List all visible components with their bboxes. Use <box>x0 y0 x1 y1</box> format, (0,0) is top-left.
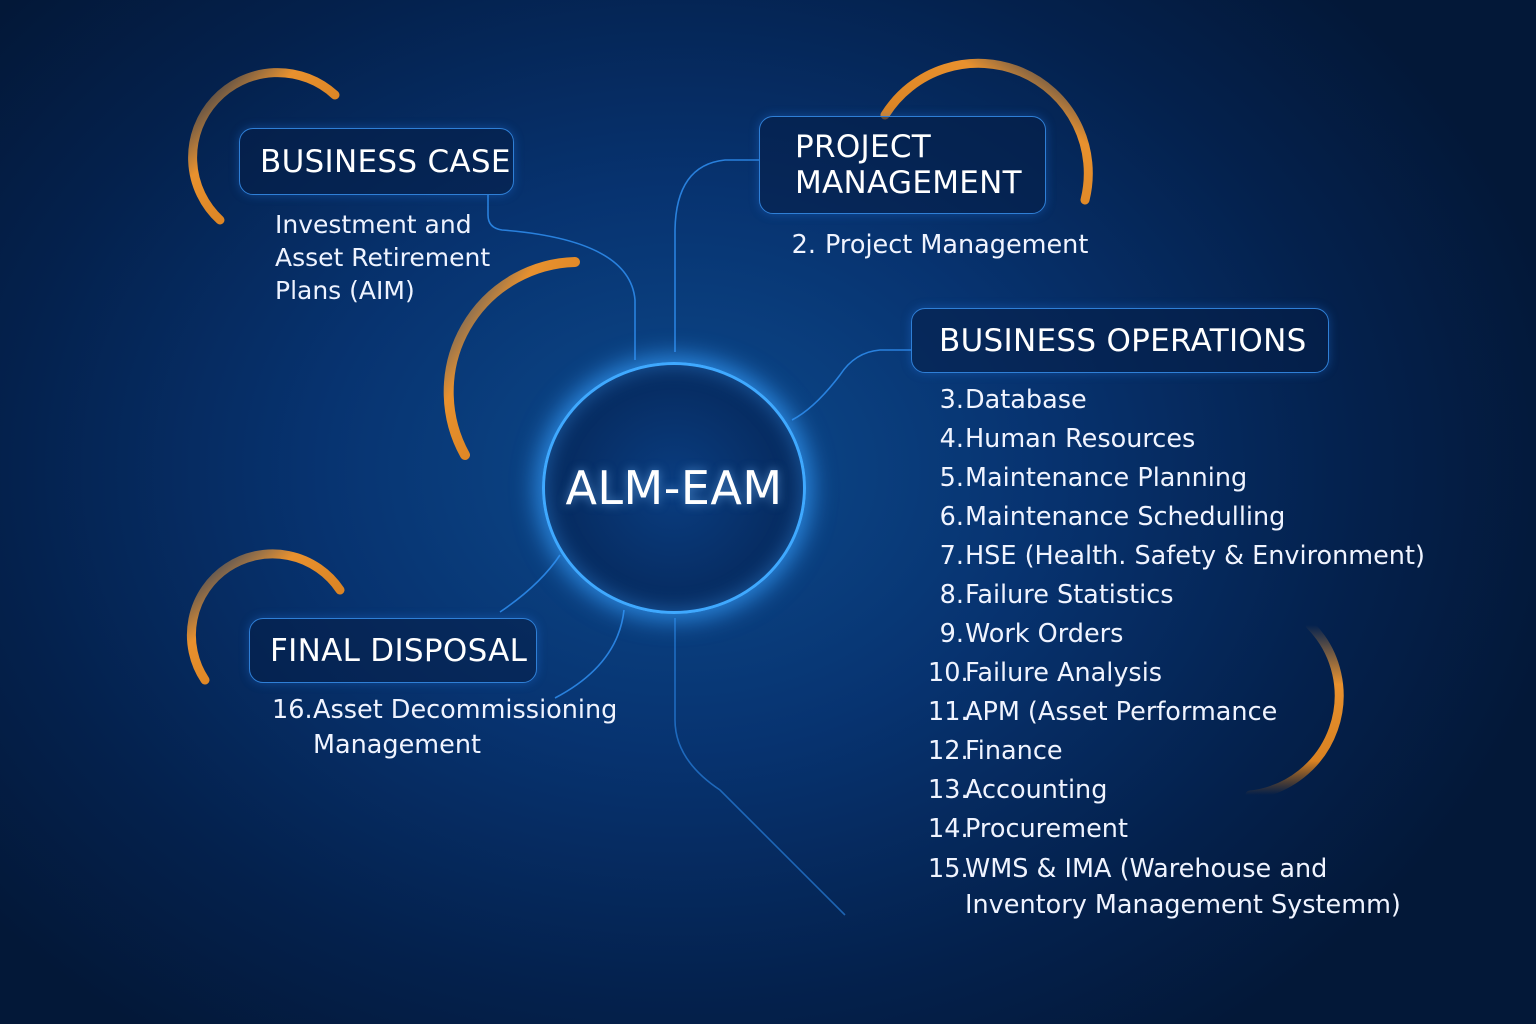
list-item-number: 16. <box>272 695 313 725</box>
list-item-number: 2. <box>791 230 816 260</box>
arc-business-case <box>188 68 340 225</box>
list-item-text: Work Orders <box>965 619 1124 649</box>
final-disposal-box: FINAL DISPOSAL <box>249 618 537 683</box>
connector-project-management <box>674 159 760 352</box>
list-item: 11.APM (Asset Performance <box>928 693 1425 732</box>
connector-business-case <box>487 195 636 360</box>
list-item-text: Failure Statistics <box>965 580 1174 610</box>
list-item-number: 6. <box>939 502 964 532</box>
list-item: 2. Project Management <box>788 226 1089 265</box>
list-item: 4.Human Resources <box>928 420 1425 459</box>
list-item-number: 8. <box>939 580 964 610</box>
list-item: 15.WMS & IMA (Warehouse and Inventory Ma… <box>928 851 1425 923</box>
connector-final-disposal <box>499 554 561 613</box>
business-case-title: BUSINESS CASE <box>260 143 511 180</box>
list-item: 9.Work Orders <box>928 615 1425 654</box>
list-item: 7.HSE (Health. Safety & Environment) <box>928 537 1425 576</box>
list-item-number: 15. <box>928 854 969 884</box>
list-item-text: Finance <box>965 736 1063 766</box>
connector-bottom <box>674 618 846 916</box>
hub-circle: ALM-EAM <box>542 362 806 614</box>
list-item: 8.Failure Statistics <box>928 576 1425 615</box>
business-operations-list: 3.Database 4.Human Resources 5.Maintenan… <box>928 381 1425 923</box>
project-management-list: 2. Project Management <box>788 226 1089 265</box>
project-management-box: PROJECT MANAGEMENT <box>759 116 1046 214</box>
list-item-text: HSE (Health. Safety & Environment) <box>965 541 1425 571</box>
connector-final-disposal-lower <box>554 609 625 699</box>
list-item-text: APM (Asset Performance <box>965 697 1278 727</box>
connector-business-operations <box>791 349 912 421</box>
list-item-text: Project Management <box>825 230 1089 260</box>
list-item: 6.Maintenance Schedulling <box>928 498 1425 537</box>
list-item-number: 11. <box>928 697 969 727</box>
list-item-text: Human Resources <box>965 424 1196 454</box>
list-item-number: 14. <box>928 814 969 844</box>
list-item-number: 13. <box>928 775 969 805</box>
list-item-text: Maintenance Schedulling <box>965 502 1286 532</box>
final-disposal-list: 16.Asset Decommissioning Management <box>266 693 617 763</box>
business-case-description: Investment and Asset Retirement Plans (A… <box>275 210 491 305</box>
list-item: 10.Failure Analysis <box>928 654 1425 693</box>
list-item: 14.Procurement <box>928 810 1425 849</box>
list-item: 3.Database <box>928 381 1425 420</box>
list-item-number: 3. <box>939 385 964 415</box>
final-disposal-title: FINAL DISPOSAL <box>270 632 528 669</box>
list-item: 5.Maintenance Planning <box>928 459 1425 498</box>
list-item-text: Procurement <box>965 814 1128 844</box>
list-item-text: Database <box>965 385 1087 415</box>
business-case-box: BUSINESS CASE <box>239 128 514 195</box>
list-item-text: WMS & IMA (Warehouse and Inventory Manag… <box>965 854 1401 920</box>
list-item-number: 9. <box>939 619 964 649</box>
hub-label: ALM-EAM <box>565 461 783 515</box>
list-item-number: 12. <box>928 736 969 766</box>
arc-business-operations <box>1245 620 1344 800</box>
arc-left-middle <box>443 257 580 460</box>
list-item-number: 5. <box>939 463 964 493</box>
list-item-number: 7. <box>939 541 964 571</box>
list-item-text: Accounting <box>965 775 1108 805</box>
list-item: 12.Finance <box>928 732 1425 771</box>
arc-final-disposal <box>186 549 345 685</box>
list-item-number: 10. <box>928 658 969 688</box>
list-item: 16.Asset Decommissioning Management <box>266 693 617 763</box>
project-management-title: PROJECT MANAGEMENT <box>795 129 1022 201</box>
list-item-text: Maintenance Planning <box>965 463 1248 493</box>
list-item-number: 4. <box>939 424 964 454</box>
list-item: 13.Accounting <box>928 771 1425 810</box>
business-operations-title: BUSINESS OPERATIONS <box>939 322 1307 359</box>
list-item-text: Failure Analysis <box>965 658 1163 688</box>
business-operations-box: BUSINESS OPERATIONS <box>911 308 1329 373</box>
arc-project-management <box>880 58 1093 205</box>
list-item-text: Asset Decommissioning Management <box>313 695 618 760</box>
